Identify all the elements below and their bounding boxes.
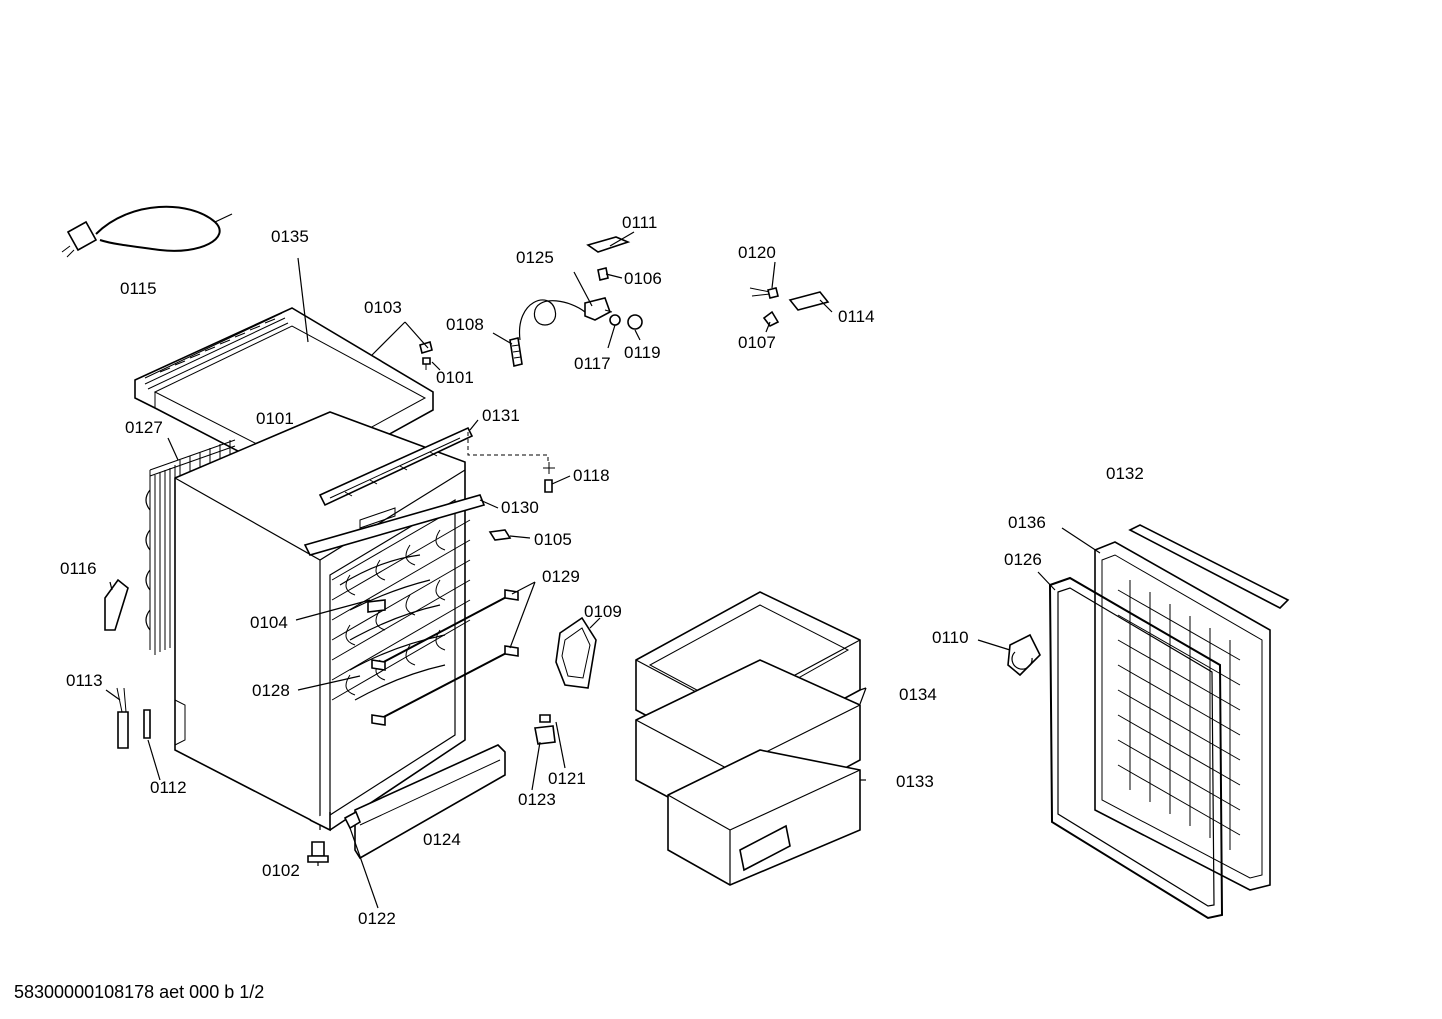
label-0111: 0111	[622, 213, 657, 232]
top-rail	[303, 426, 486, 556]
leader-lines	[105, 231, 1101, 909]
label-0109: 0109	[584, 602, 622, 621]
label-0107: 0107	[738, 333, 776, 352]
cabinet-body	[174, 411, 466, 832]
small-parts	[104, 236, 1041, 863]
label-0101-cover: 0101	[256, 409, 294, 428]
label-0118: 0118	[573, 466, 610, 485]
label-0115: 0115	[120, 279, 157, 298]
label-0132: 0132	[1106, 464, 1144, 483]
label-0126: 0126	[1004, 550, 1042, 569]
label-0113: 0113	[66, 671, 103, 690]
label-0110: 0110	[932, 628, 969, 647]
drawers	[635, 591, 861, 886]
part-labels: 0115 0135 0103 0101 0101 0127 0108 0125 …	[60, 213, 1144, 928]
label-0124: 0124	[423, 830, 461, 849]
label-0125: 0125	[516, 248, 554, 267]
shelf-rails	[367, 589, 519, 726]
label-0127: 0127	[125, 418, 163, 437]
label-0105: 0105	[534, 530, 572, 549]
label-0103: 0103	[364, 298, 402, 317]
evaporator-grid	[331, 499, 471, 701]
label-0121: 0121	[548, 769, 586, 788]
label-0122: 0122	[358, 909, 396, 928]
door-dimples	[1117, 580, 1241, 850]
label-0130: 0130	[501, 498, 539, 517]
label-0112: 0112	[150, 778, 187, 797]
label-0135: 0135	[271, 227, 309, 246]
label-0136: 0136	[1008, 513, 1046, 532]
label-0108: 0108	[446, 315, 484, 334]
label-0134: 0134	[899, 685, 937, 704]
label-0131: 0131	[482, 406, 520, 425]
label-0116: 0116	[60, 559, 97, 578]
power-cord	[61, 205, 233, 258]
label-0117: 0117	[574, 354, 611, 373]
label-0128: 0128	[252, 681, 290, 700]
label-0101-screw: 0101	[436, 368, 474, 387]
leader-0118-dashed	[467, 432, 549, 462]
label-0106: 0106	[624, 269, 662, 288]
label-0119: 0119	[624, 343, 661, 362]
label-0120: 0120	[738, 243, 776, 262]
document-footer: 58300000108178 aet 000 b 1/2	[14, 982, 264, 1002]
label-0104: 0104	[250, 613, 288, 632]
label-0114: 0114	[838, 307, 875, 326]
label-0133: 0133	[896, 772, 934, 791]
label-0129: 0129	[542, 567, 580, 586]
door-assembly	[1048, 524, 1290, 920]
label-0123: 0123	[518, 790, 556, 809]
label-0102: 0102	[262, 861, 300, 880]
